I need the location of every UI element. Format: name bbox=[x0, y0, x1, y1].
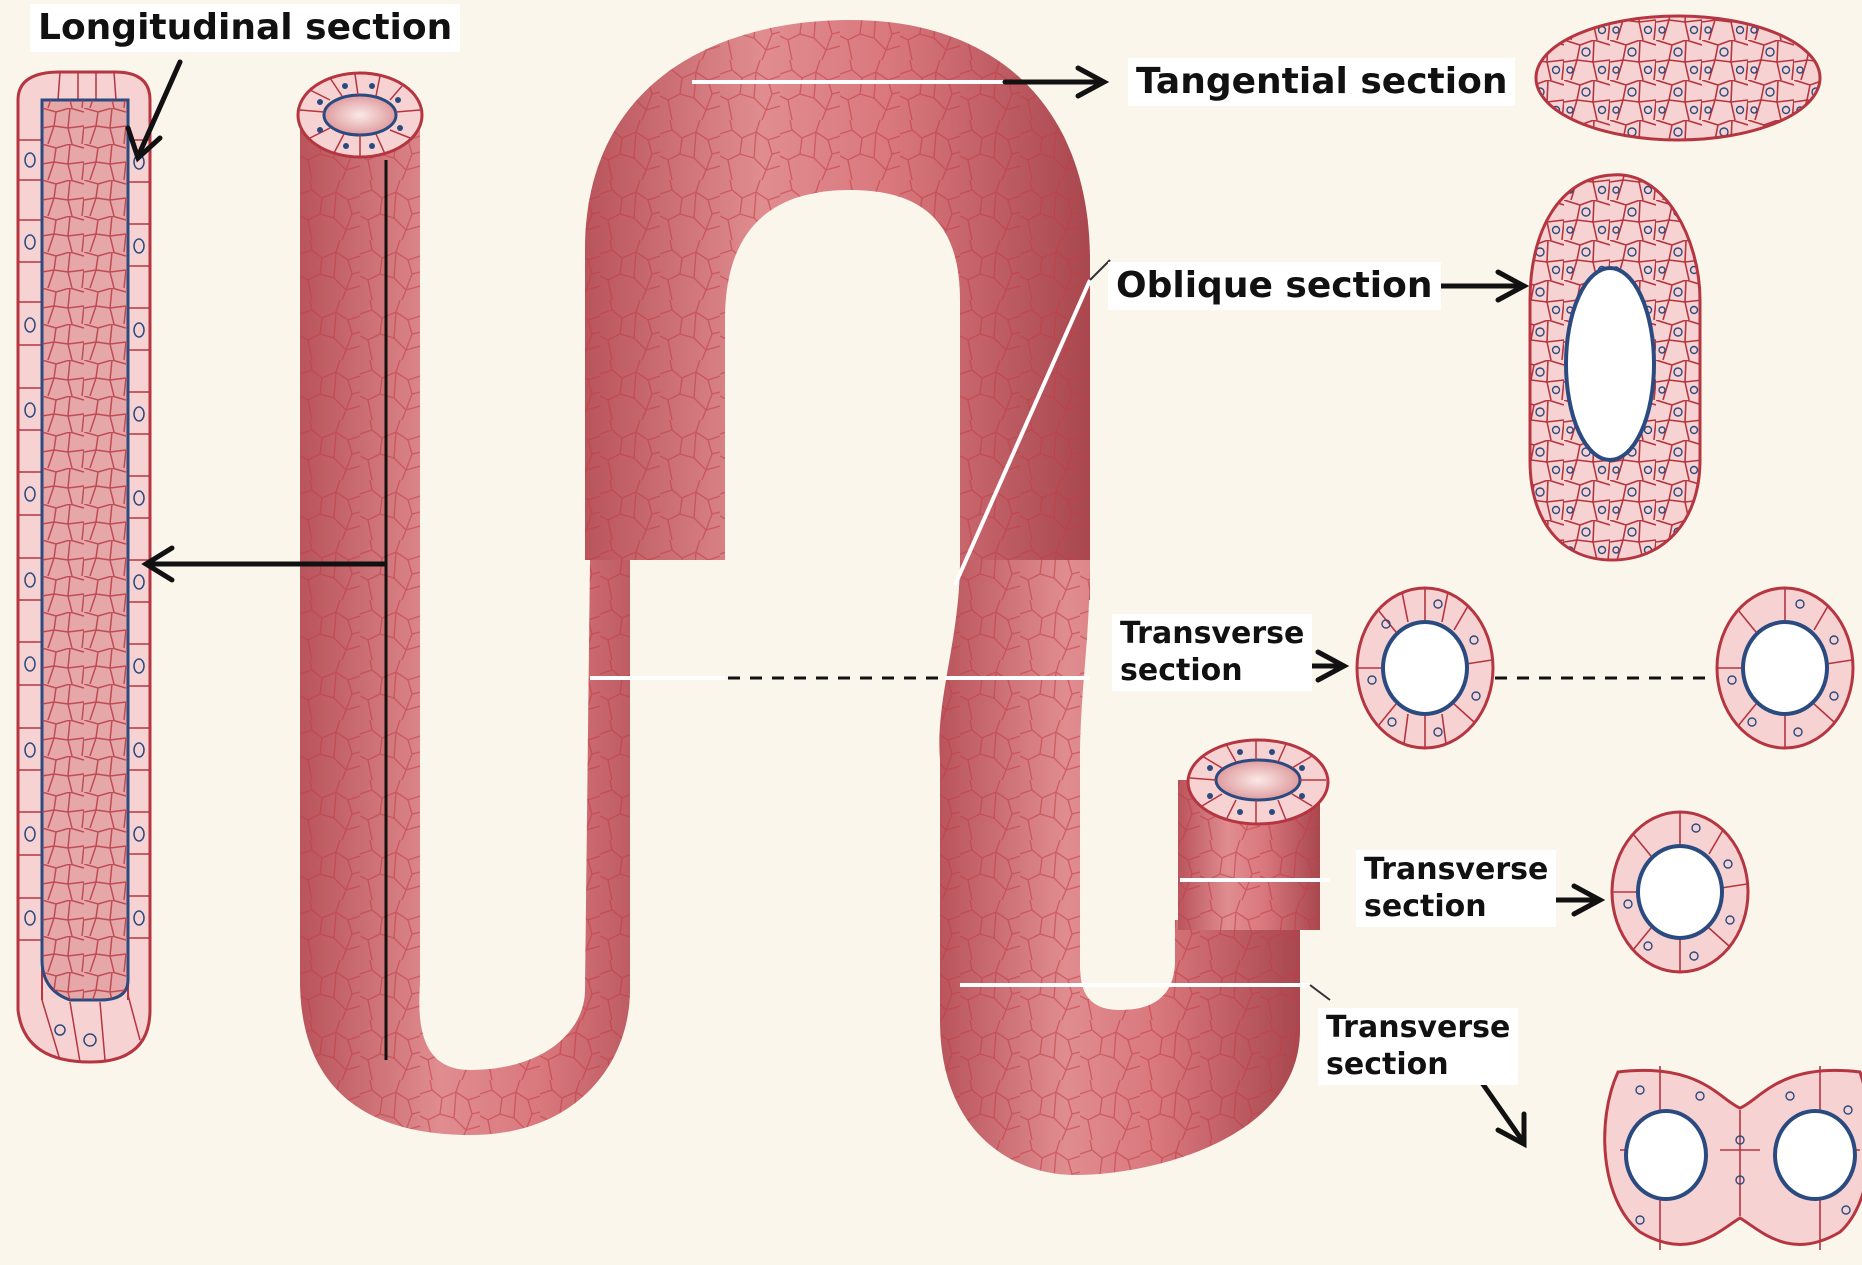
transverse-section-shape-2 bbox=[1612, 812, 1748, 972]
convoluted-tubule bbox=[300, 20, 1320, 1175]
label-transverse-section-1-line2: section bbox=[1120, 653, 1304, 690]
label-longitudinal-section: Longitudinal section bbox=[30, 4, 460, 52]
label-transverse-section-1: Transverse section bbox=[1112, 614, 1312, 691]
transverse-section-shape-1a bbox=[1357, 588, 1493, 748]
tubule-opening-left bbox=[298, 73, 422, 157]
label-transverse-section-2-line2: section bbox=[1364, 889, 1548, 926]
transverse-section-shape-1b bbox=[1717, 588, 1853, 748]
label-transverse-section-2: Transverse section bbox=[1356, 850, 1556, 927]
oblique-section-shape bbox=[1530, 175, 1700, 560]
label-oblique-section: Oblique section bbox=[1108, 262, 1441, 310]
label-transverse-section-3: Transverse section bbox=[1318, 1008, 1518, 1085]
label-transverse-section-1-line1: Transverse bbox=[1120, 616, 1304, 653]
longitudinal-section-strip bbox=[18, 72, 150, 1062]
label-tangential-section: Tangential section bbox=[1128, 58, 1515, 106]
tubule-opening-right bbox=[1188, 740, 1328, 824]
arrow-transverse-3-head bbox=[1498, 1114, 1524, 1144]
label-transverse-section-3-line2: section bbox=[1326, 1047, 1510, 1084]
label-transverse-section-2-line1: Transverse bbox=[1364, 852, 1548, 889]
tangential-section-shape bbox=[1536, 16, 1820, 140]
transverse-section-shape-3 bbox=[1605, 1066, 1862, 1250]
label-transverse-section-3-line1: Transverse bbox=[1326, 1010, 1510, 1047]
